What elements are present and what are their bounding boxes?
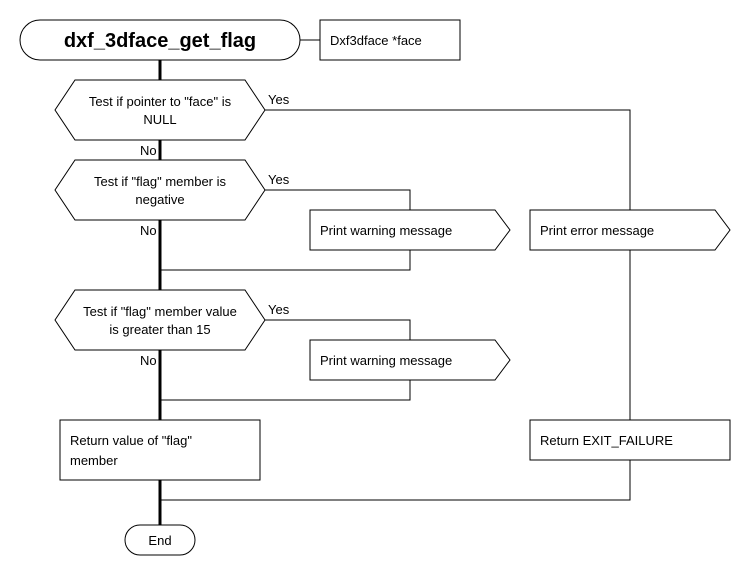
decision-text: negative — [135, 192, 184, 207]
no-label: No — [140, 223, 157, 238]
end-terminal: End — [124, 524, 196, 556]
yes-label: Yes — [268, 92, 290, 107]
yes-label: Yes — [268, 172, 290, 187]
yes-branch-line-1 — [265, 109, 631, 210]
start-terminal: dxf_3dface_get_flag — [19, 19, 301, 61]
failure-merge-line — [160, 460, 631, 501]
output-text: Print warning message — [320, 353, 452, 368]
decision-text: Test if pointer to "face" is — [89, 94, 232, 109]
no-label: No — [140, 143, 157, 158]
print-warning-output-2: Print warning message — [309, 339, 511, 381]
decision-flag-greater-than-15: Test if "flag" member value is greater t… — [54, 289, 266, 351]
print-error-output: Print error message — [529, 209, 731, 251]
end-label: End — [148, 533, 171, 548]
yes-branch-line-2 — [265, 189, 411, 210]
output-text: Print warning message — [320, 223, 452, 238]
decision-text: Test if "flag" member value — [83, 304, 237, 319]
return-flag-process: Return value of "flag" member — [59, 419, 261, 481]
process-text: Return EXIT_FAILURE — [540, 433, 673, 448]
decision-text: is greater than 15 — [109, 322, 210, 337]
return-failure-process: Return EXIT_FAILURE — [529, 419, 731, 461]
yes-branch-line-3 — [265, 319, 411, 340]
print-warning-output-1: Print warning message — [309, 209, 511, 251]
decision-text: Test if "flag" member is — [94, 174, 227, 189]
process-text: Return value of "flag" — [70, 433, 192, 448]
parameter-label: Dxf3dface *face — [330, 33, 422, 48]
warning-merge-line-1 — [160, 250, 411, 271]
output-text: Print error message — [540, 223, 654, 238]
yes-label: Yes — [268, 302, 290, 317]
function-title: dxf_3dface_get_flag — [64, 30, 256, 52]
decision-face-null: Test if pointer to "face" is NULL — [54, 79, 266, 141]
warning-merge-line-2 — [160, 380, 411, 401]
process-text: member — [70, 453, 118, 468]
decision-flag-negative: Test if "flag" member is negative — [54, 159, 266, 221]
no-label: No — [140, 353, 157, 368]
decision-text: NULL — [143, 112, 176, 127]
parameter-box: Dxf3dface *face — [319, 19, 461, 61]
